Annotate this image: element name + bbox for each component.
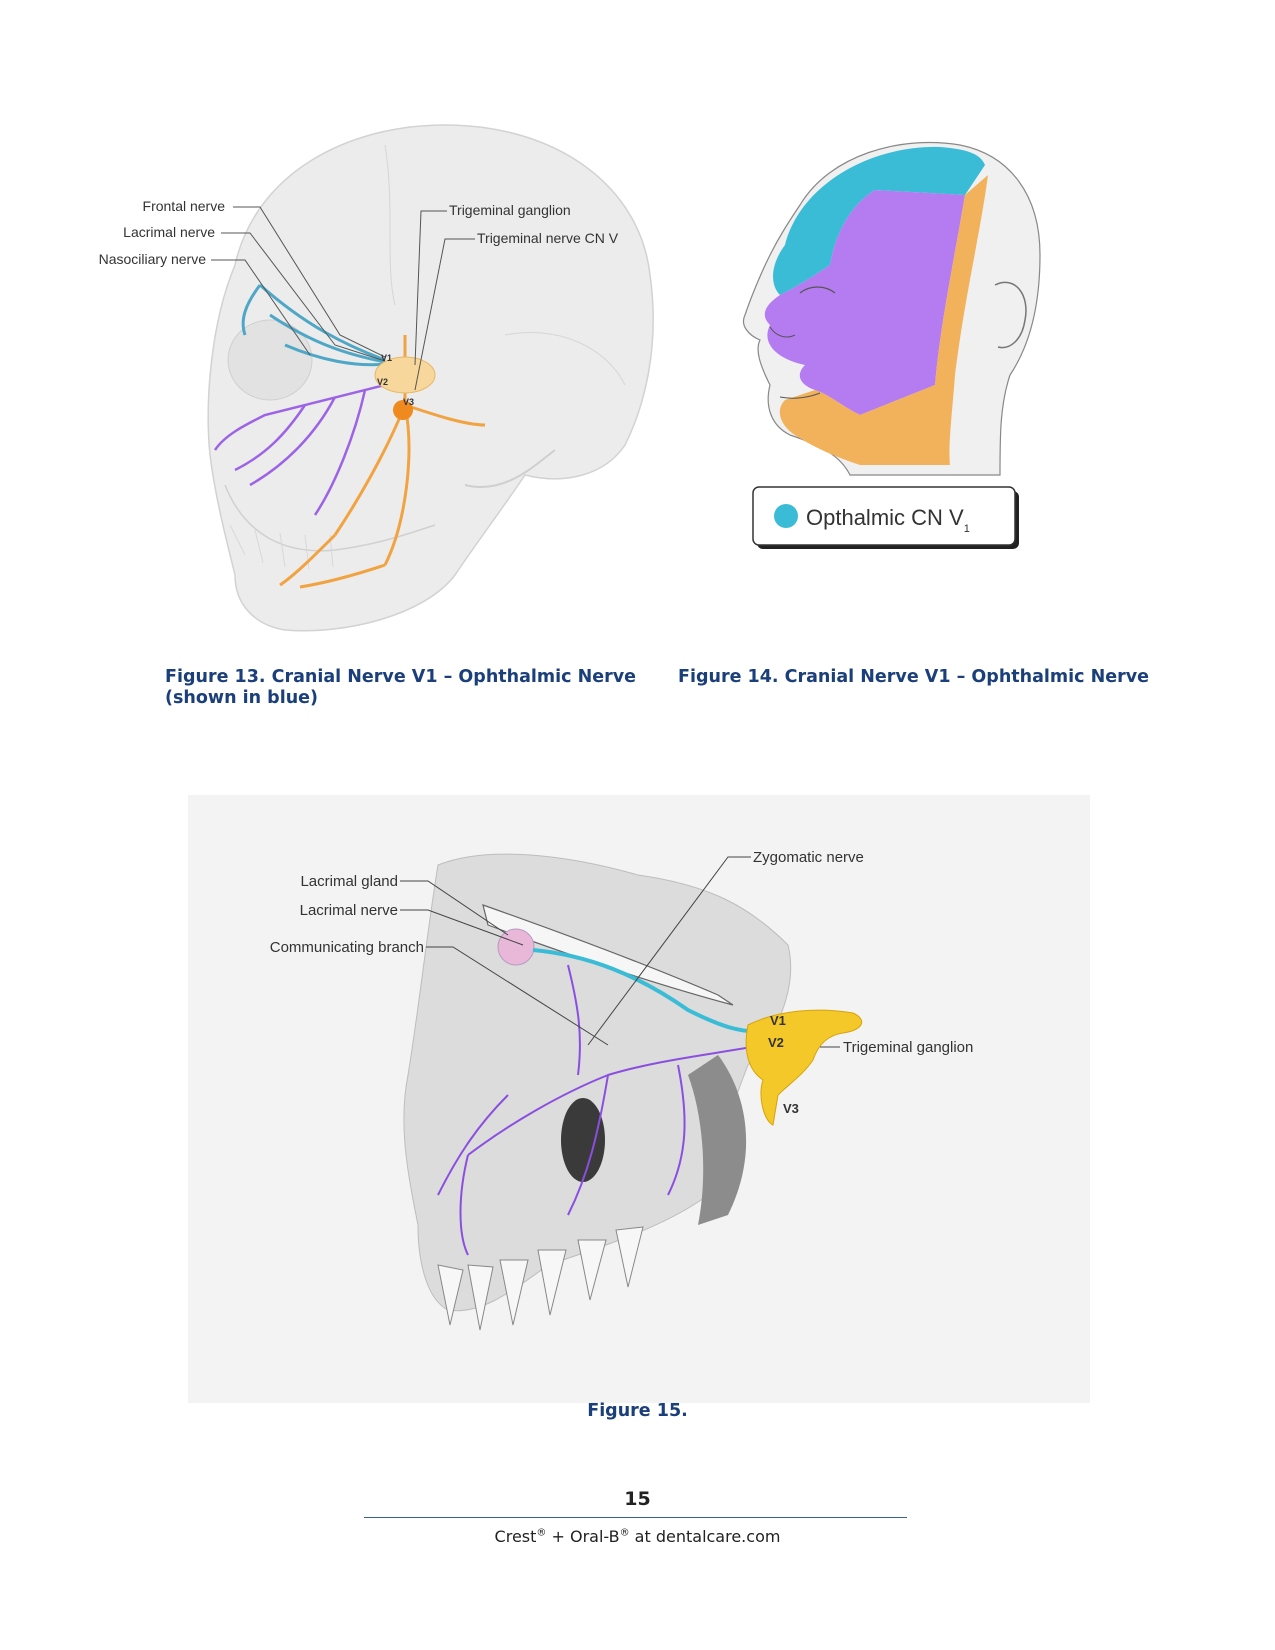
sinus-opening: [561, 1098, 605, 1182]
ophthalmic-legend-swatch: [774, 504, 798, 528]
figure-13-caption-line2: (shown in blue): [165, 688, 319, 708]
trigeminal-ganglion-label: Trigeminal ganglion: [843, 1039, 973, 1056]
v3-label: V3: [783, 1101, 799, 1116]
page-footer: Crest® + Oral-B® at dentalcare.com: [0, 1527, 1275, 1546]
footer-brand-oralb: + Oral-B: [546, 1527, 620, 1546]
v1-nerve-branches: [241, 283, 386, 367]
v2-label: V2: [768, 1035, 784, 1050]
lacrimal-nerve-label: Lacrimal nerve: [300, 902, 398, 919]
footer-brand-crest: Crest: [494, 1527, 537, 1546]
lacrimal-gland-label: Lacrimal gland: [300, 873, 398, 890]
lacrimal-gland-shape: [497, 928, 535, 966]
ear-shape: [994, 281, 1027, 349]
figure-14-head-illustration: Opthalmic CN V1: [740, 135, 1070, 585]
figure-15-illustration: Lacrimal gland Lacrimal nerve Communicat…: [188, 795, 1090, 1403]
v2-nerve-branches: [213, 383, 386, 516]
footer-divider: [364, 1517, 907, 1518]
nasociliary-nerve-label: Nasociliary nerve: [99, 251, 207, 267]
teeth-row: [437, 1226, 644, 1331]
ophthalmic-region: [773, 146, 985, 295]
figure-13-caption: Figure 13. Cranial Nerve V1 – Ophthalmic…: [165, 667, 636, 709]
maxilla-shape: [403, 853, 792, 1312]
maxillary-nerve-branches: [437, 964, 764, 1256]
figure-13-caption-line1: Figure 13. Cranial Nerve V1 – Ophthalmic…: [165, 667, 637, 687]
v3-label: V3: [403, 397, 414, 407]
footer-site: at dentalcare.com: [629, 1527, 781, 1546]
lacrimal-nerve-path: [532, 948, 769, 1034]
frontal-nerve-label: Frontal nerve: [143, 198, 226, 214]
figure-14-caption: Figure 14. Cranial Nerve V1 – Ophthalmic…: [678, 667, 1150, 687]
figure-13-skull-illustration: Frontal nerve Lacrimal nerve Nasociliary…: [85, 105, 705, 675]
v3-nerve-branches: [279, 335, 486, 589]
trigeminal-ganglion-shape: [745, 1009, 863, 1126]
v1-label: V1: [381, 353, 392, 363]
registered-mark: ®: [619, 1527, 630, 1539]
shadow-region: [688, 1055, 747, 1225]
v3-root-shape: [393, 400, 413, 420]
zygomatic-nerve-label: Zygomatic nerve: [753, 849, 864, 866]
lacrimal-nerve-label: Lacrimal nerve: [123, 224, 215, 240]
figure-15-caption: Figure 15.: [587, 1401, 688, 1421]
registered-mark: ®: [536, 1527, 547, 1539]
legend-box: [752, 486, 1016, 546]
page-number: 15: [624, 1488, 651, 1510]
communicating-branch-label: Communicating branch: [270, 939, 424, 956]
maxillary-region: [764, 190, 965, 415]
v2-label: V2: [377, 377, 388, 387]
mandibular-region: [779, 175, 988, 465]
trigeminal-nerve-label: Trigeminal nerve CN V: [477, 230, 619, 246]
v1-label: V1: [770, 1013, 786, 1028]
ophthalmic-legend-text: Opthalmic CN V1: [806, 505, 970, 535]
trigeminal-ganglion-label: Trigeminal ganglion: [449, 202, 571, 218]
